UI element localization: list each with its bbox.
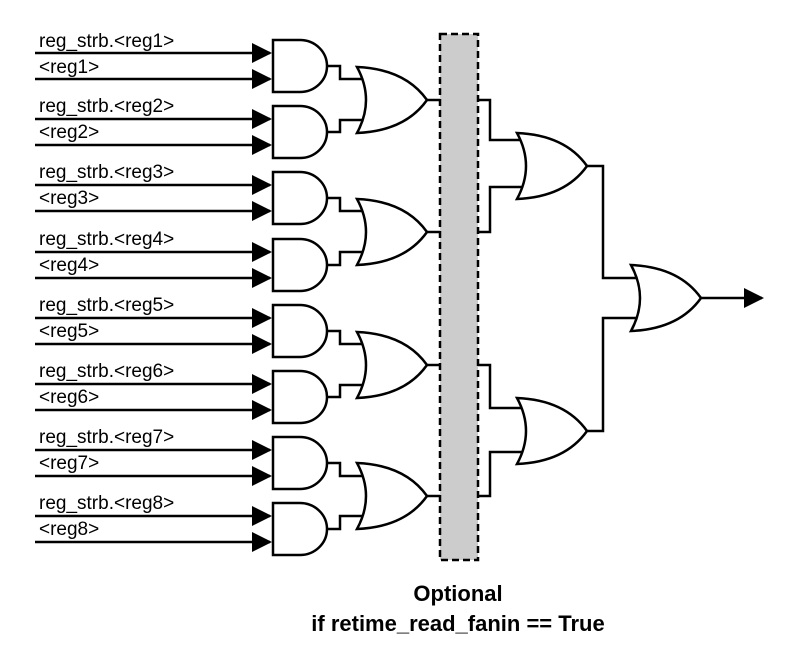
data-label-6: <reg6> [39, 387, 99, 408]
or-gate-3 [354, 330, 429, 400]
data-label-7: <reg7> [39, 453, 99, 474]
optional-retime-register [438, 32, 480, 562]
wire-and6-or3 [327, 383, 362, 399]
and-gates [271, 38, 329, 557]
caption-line-2: if retime_read_fanin == True [311, 611, 604, 636]
and-gate-2 [271, 104, 329, 160]
strobe-label-6: reg_strb.<reg6> [39, 361, 174, 382]
caption-line-1: Optional [413, 581, 502, 606]
wire-or6-final [587, 316, 636, 433]
wire-reg-or6-top [478, 363, 522, 410]
or-gate-5 [514, 131, 589, 201]
wire-reg-or5-top [478, 98, 522, 142]
strobe-label-1: reg_strb.<reg1> [39, 31, 174, 52]
wire-and3-or2 [327, 196, 362, 213]
input-labels: reg_strb.<reg1> <reg1> reg_strb.<reg2> <… [39, 31, 174, 540]
or-gate-2 [354, 197, 429, 267]
data-label-3: <reg3> [39, 188, 99, 209]
or-gate-4 [354, 461, 429, 531]
strobe-label-3: reg_strb.<reg3> [39, 162, 174, 183]
wire-and7-or4 [327, 461, 362, 478]
data-label-4: <reg4> [39, 255, 99, 276]
or-gate-6 [514, 396, 589, 466]
register-to-or-wires [478, 98, 522, 498]
strobe-label-8: reg_strb.<reg8> [39, 493, 174, 514]
and-gate-6 [271, 369, 329, 425]
and-gate-5 [271, 303, 329, 359]
or-to-final-wires [587, 164, 636, 433]
and-to-or-wires [327, 64, 362, 531]
wire-and8-or4 [327, 514, 362, 531]
wire-and5-or3 [327, 329, 362, 346]
input-wires [35, 43, 272, 552]
wire-reg-or6-bottom [478, 450, 522, 498]
wire-reg-or5-bottom [478, 185, 522, 234]
data-label-2: <reg2> [39, 122, 99, 143]
strobe-label-5: reg_strb.<reg5> [39, 295, 174, 316]
wire-and1-or1 [327, 64, 362, 81]
data-label-8: <reg8> [39, 519, 99, 540]
and-gate-7 [271, 435, 329, 491]
wire-and2-or1 [327, 118, 362, 134]
and-gate-1 [271, 38, 329, 94]
strobe-label-2: reg_strb.<reg2> [39, 96, 174, 117]
data-label-1: <reg1> [39, 57, 99, 78]
and-gate-3 [271, 170, 329, 226]
wire-and4-or2 [327, 250, 362, 267]
or-gates-level1 [354, 65, 429, 531]
strobe-label-4: reg_strb.<reg4> [39, 229, 174, 250]
strobe-label-7: reg_strb.<reg7> [39, 427, 174, 448]
or-gates-level2 [514, 131, 589, 466]
and-gate-8 [271, 501, 329, 557]
and-gate-4 [271, 237, 329, 293]
or-gate-1 [354, 65, 429, 135]
or-to-register-wires [427, 98, 440, 498]
wire-or5-final [587, 164, 636, 280]
or-gate-final [628, 263, 703, 333]
data-label-5: <reg5> [39, 321, 99, 342]
